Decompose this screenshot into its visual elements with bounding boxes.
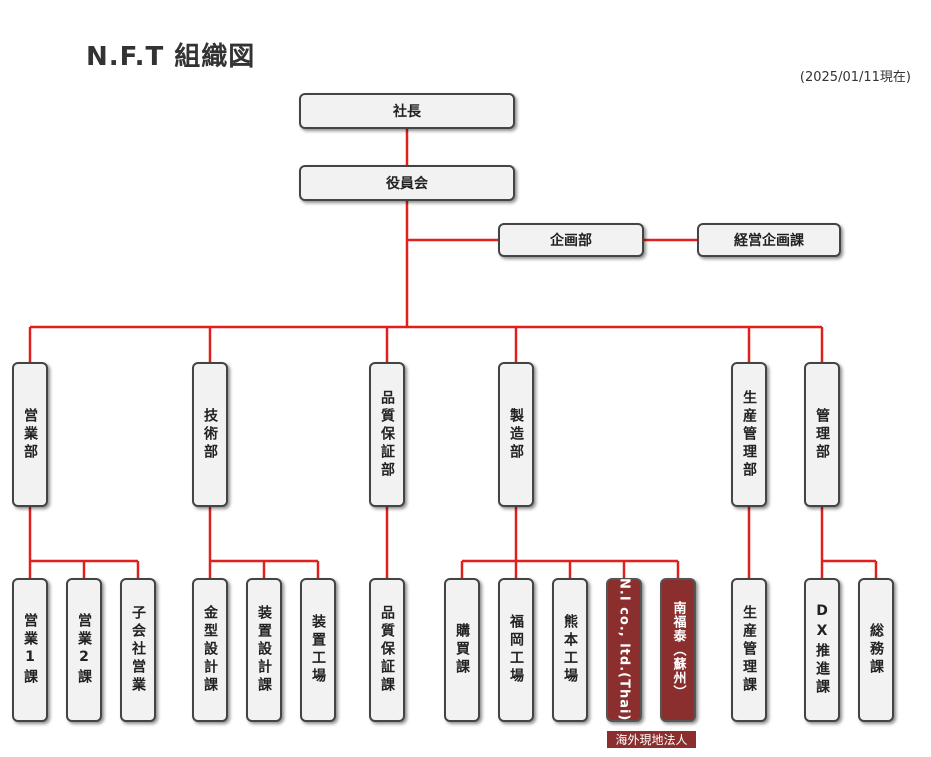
connector-group — [28, 129, 878, 578]
node-planning-dept: 企画部 — [498, 223, 644, 257]
node-fukuoka-factory-label: 福岡工場 — [508, 614, 524, 686]
node-admin-dept-label: 管理部 — [814, 407, 830, 462]
node-subsidiary-sales-label: 子会社営業 — [130, 605, 146, 695]
node-fukuoka-factory: 福岡工場 — [498, 578, 534, 722]
node-board-label: 役員会 — [386, 176, 428, 192]
node-tech-dept: 技術部 — [192, 362, 228, 507]
node-ni-thai: N.I co., ltd.(Thai) — [606, 578, 642, 722]
node-equip-design-label: 装置設計課 — [256, 605, 272, 695]
node-kumamoto-factory: 熊本工場 — [552, 578, 588, 722]
node-prod-ctrl-section-label: 生産管理課 — [741, 605, 757, 695]
node-qa-section: 品質保証課 — [369, 578, 405, 722]
node-equip-factory-label: 装置工場 — [310, 614, 326, 686]
node-general-affairs: 総務課 — [858, 578, 894, 722]
node-mold-design-label: 金型設計課 — [202, 605, 218, 695]
node-sales2-label: 営業2課 — [76, 613, 92, 687]
node-admin-dept: 管理部 — [804, 362, 840, 507]
node-mfg-dept-label: 製造部 — [508, 407, 524, 462]
node-prod-ctrl-dept: 生産管理部 — [731, 362, 767, 507]
node-sales-dept: 営業部 — [12, 362, 48, 507]
node-qa-dept-label: 品質保証部 — [379, 389, 395, 480]
node-mgmt-planning-label: 経営企画課 — [734, 233, 804, 249]
node-purchasing-label: 購買課 — [454, 623, 470, 677]
node-planning-dept-label: 企画部 — [550, 233, 592, 249]
node-prod-ctrl-section: 生産管理課 — [731, 578, 767, 722]
page-title: N.F.T 組織図 — [86, 42, 256, 72]
node-sales1-label: 営業1課 — [22, 613, 38, 687]
node-kumamoto-factory-label: 熊本工場 — [562, 614, 578, 686]
node-nanfukutai-label: 南福泰（蘇州） — [670, 601, 686, 699]
node-subsidiary-sales: 子会社営業 — [120, 578, 156, 722]
node-sales1: 営業1課 — [12, 578, 48, 722]
as-of-date: (2025/01/11現在) — [799, 70, 911, 85]
node-general-affairs-label: 総務課 — [868, 623, 884, 677]
node-equip-design: 装置設計課 — [246, 578, 282, 722]
node-prod-ctrl-dept-label: 生産管理部 — [741, 389, 757, 480]
node-mgmt-planning: 経営企画課 — [697, 223, 841, 257]
node-mfg-dept: 製造部 — [498, 362, 534, 507]
node-ni-thai-label: N.I co., ltd.(Thai) — [616, 578, 632, 722]
node-board: 役員会 — [299, 165, 515, 201]
overseas-subsidiary-tag: 海外現地法人 — [607, 731, 696, 748]
node-mold-design: 金型設計課 — [192, 578, 228, 722]
node-qa-section-label: 品質保証課 — [379, 605, 395, 695]
node-equip-factory: 装置工場 — [300, 578, 336, 722]
node-sales2: 営業2課 — [66, 578, 102, 722]
node-nanfukutai: 南福泰（蘇州） — [660, 578, 696, 722]
node-president-label: 社長 — [393, 104, 421, 120]
node-purchasing: 購買課 — [444, 578, 480, 722]
node-sales-dept-label: 営業部 — [22, 407, 38, 462]
node-dx-promo: DX推進課 — [804, 578, 840, 722]
node-tech-dept-label: 技術部 — [202, 407, 218, 462]
node-qa-dept: 品質保証部 — [369, 362, 405, 507]
node-dx-promo-label: DX推進課 — [814, 603, 830, 697]
node-president: 社長 — [299, 93, 515, 129]
